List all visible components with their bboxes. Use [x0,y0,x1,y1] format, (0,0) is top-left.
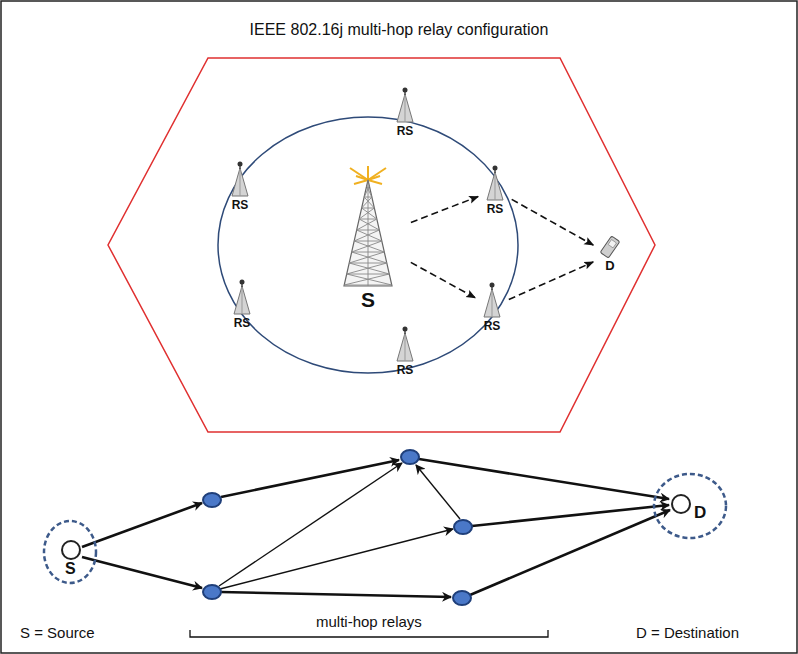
caption-label: S = Source [20,624,95,641]
base-station: S [327,166,409,312]
dashed-arrow [509,262,593,300]
relay-station: RS [390,325,420,377]
relay-station-icon [480,281,504,319]
endpoint-node: D [652,472,728,540]
node-label: RS [393,124,417,138]
relay-arrows [82,459,670,597]
dashed-arrow [411,197,478,223]
relay-station-icon [230,278,254,316]
relay-station: RS [225,160,255,212]
node-label: D [598,258,622,273]
relay-station-icon [393,86,417,124]
node-label: RS [480,319,504,333]
thin-arrows [219,463,460,589]
base-station-icon [330,166,406,288]
endpoint-node: S [42,519,98,585]
node-label: D [694,503,706,522]
bracket [190,630,548,637]
relay-station: RS [227,278,257,330]
node-label: S [65,560,76,578]
node-label: RS [483,202,507,216]
relay-station: RS [480,164,510,216]
node-label: RS [393,363,417,377]
relay-dot [203,450,472,605]
cell-hexagon [108,58,655,432]
dashed-node-ring [652,472,728,540]
relay-station-icon [393,325,417,363]
mobile-phone-icon [598,236,622,258]
node-label: S [330,288,406,312]
dashed-arrow [411,262,475,297]
diagram-title: IEEE 802.16j multi-hop relay configurati… [0,21,798,39]
mobile-station: D [595,236,625,273]
dashed-arrow [512,199,594,245]
relay-ring [218,117,518,373]
relay-station: RS [390,86,420,138]
relay-station-icon [483,164,507,202]
caption-label: D = Destination [636,624,739,641]
relay-station: RS [477,281,507,333]
relay-station-icon [228,160,252,198]
caption-label: multi-hop relays [316,613,422,630]
node-label: RS [230,316,254,330]
node-label: RS [228,198,252,212]
